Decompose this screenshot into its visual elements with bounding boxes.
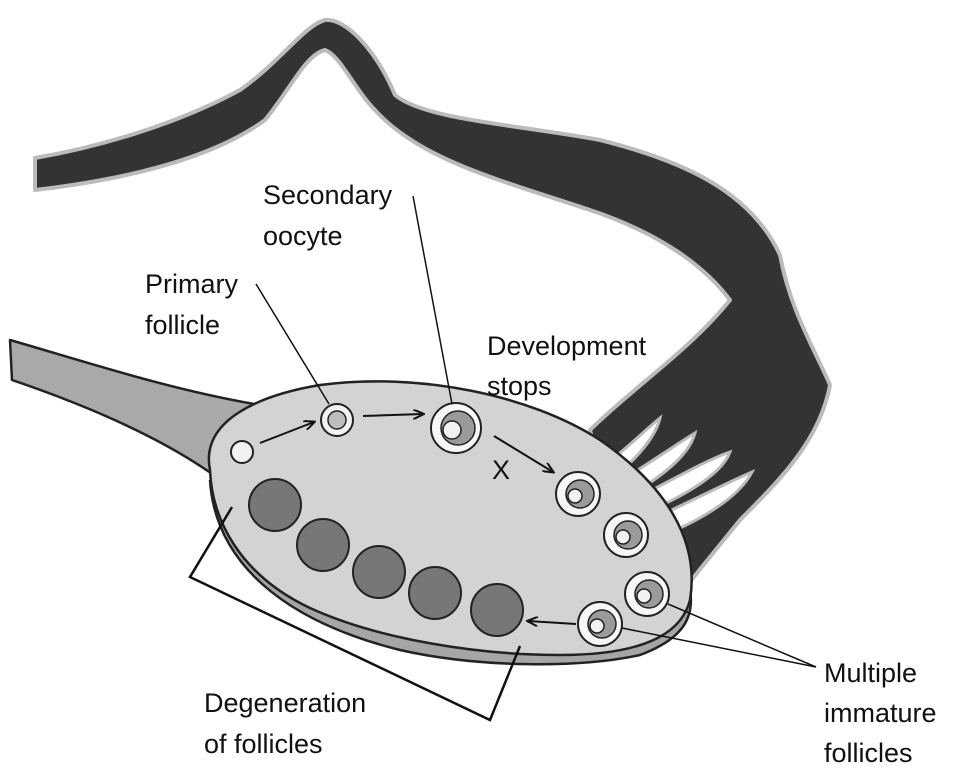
label-secondary-oocyte-line2: oocyte (263, 221, 343, 251)
degenerating-follicle (409, 567, 461, 619)
label-development-stops: Development (487, 331, 647, 361)
immature-follicle (604, 513, 648, 557)
primary-follicle (321, 404, 353, 436)
degenerating-follicle (353, 546, 405, 598)
label-development-stops-line2: stops (487, 371, 552, 401)
degenerating-follicle (249, 479, 301, 531)
immature-follicle (578, 602, 622, 646)
label-primary-follicle: Primary (145, 269, 238, 299)
label-degeneration: Degeneration (204, 688, 366, 718)
developing-follicle (231, 441, 253, 463)
label-multiple-immature-line3: follicles (824, 738, 913, 768)
label-primary-follicle-line2: follicle (145, 310, 220, 340)
degenerating-follicle (297, 519, 349, 571)
immature-follicle (625, 572, 669, 616)
label-degeneration-line2: of follicles (204, 729, 323, 759)
leader-multiple-immature-1 (668, 604, 816, 667)
label-multiple-immature: Multiple (824, 658, 917, 688)
secondary-oocyte-follicle (431, 403, 481, 453)
label-secondary-oocyte: Secondary (263, 180, 393, 210)
degenerating-follicle (471, 584, 523, 636)
immature-follicle (556, 472, 600, 516)
x-mark: X (492, 455, 510, 485)
label-multiple-immature-line2: immature (824, 698, 937, 728)
leader-primary-follicle (256, 284, 329, 404)
leader-secondary-oocyte (413, 196, 452, 404)
